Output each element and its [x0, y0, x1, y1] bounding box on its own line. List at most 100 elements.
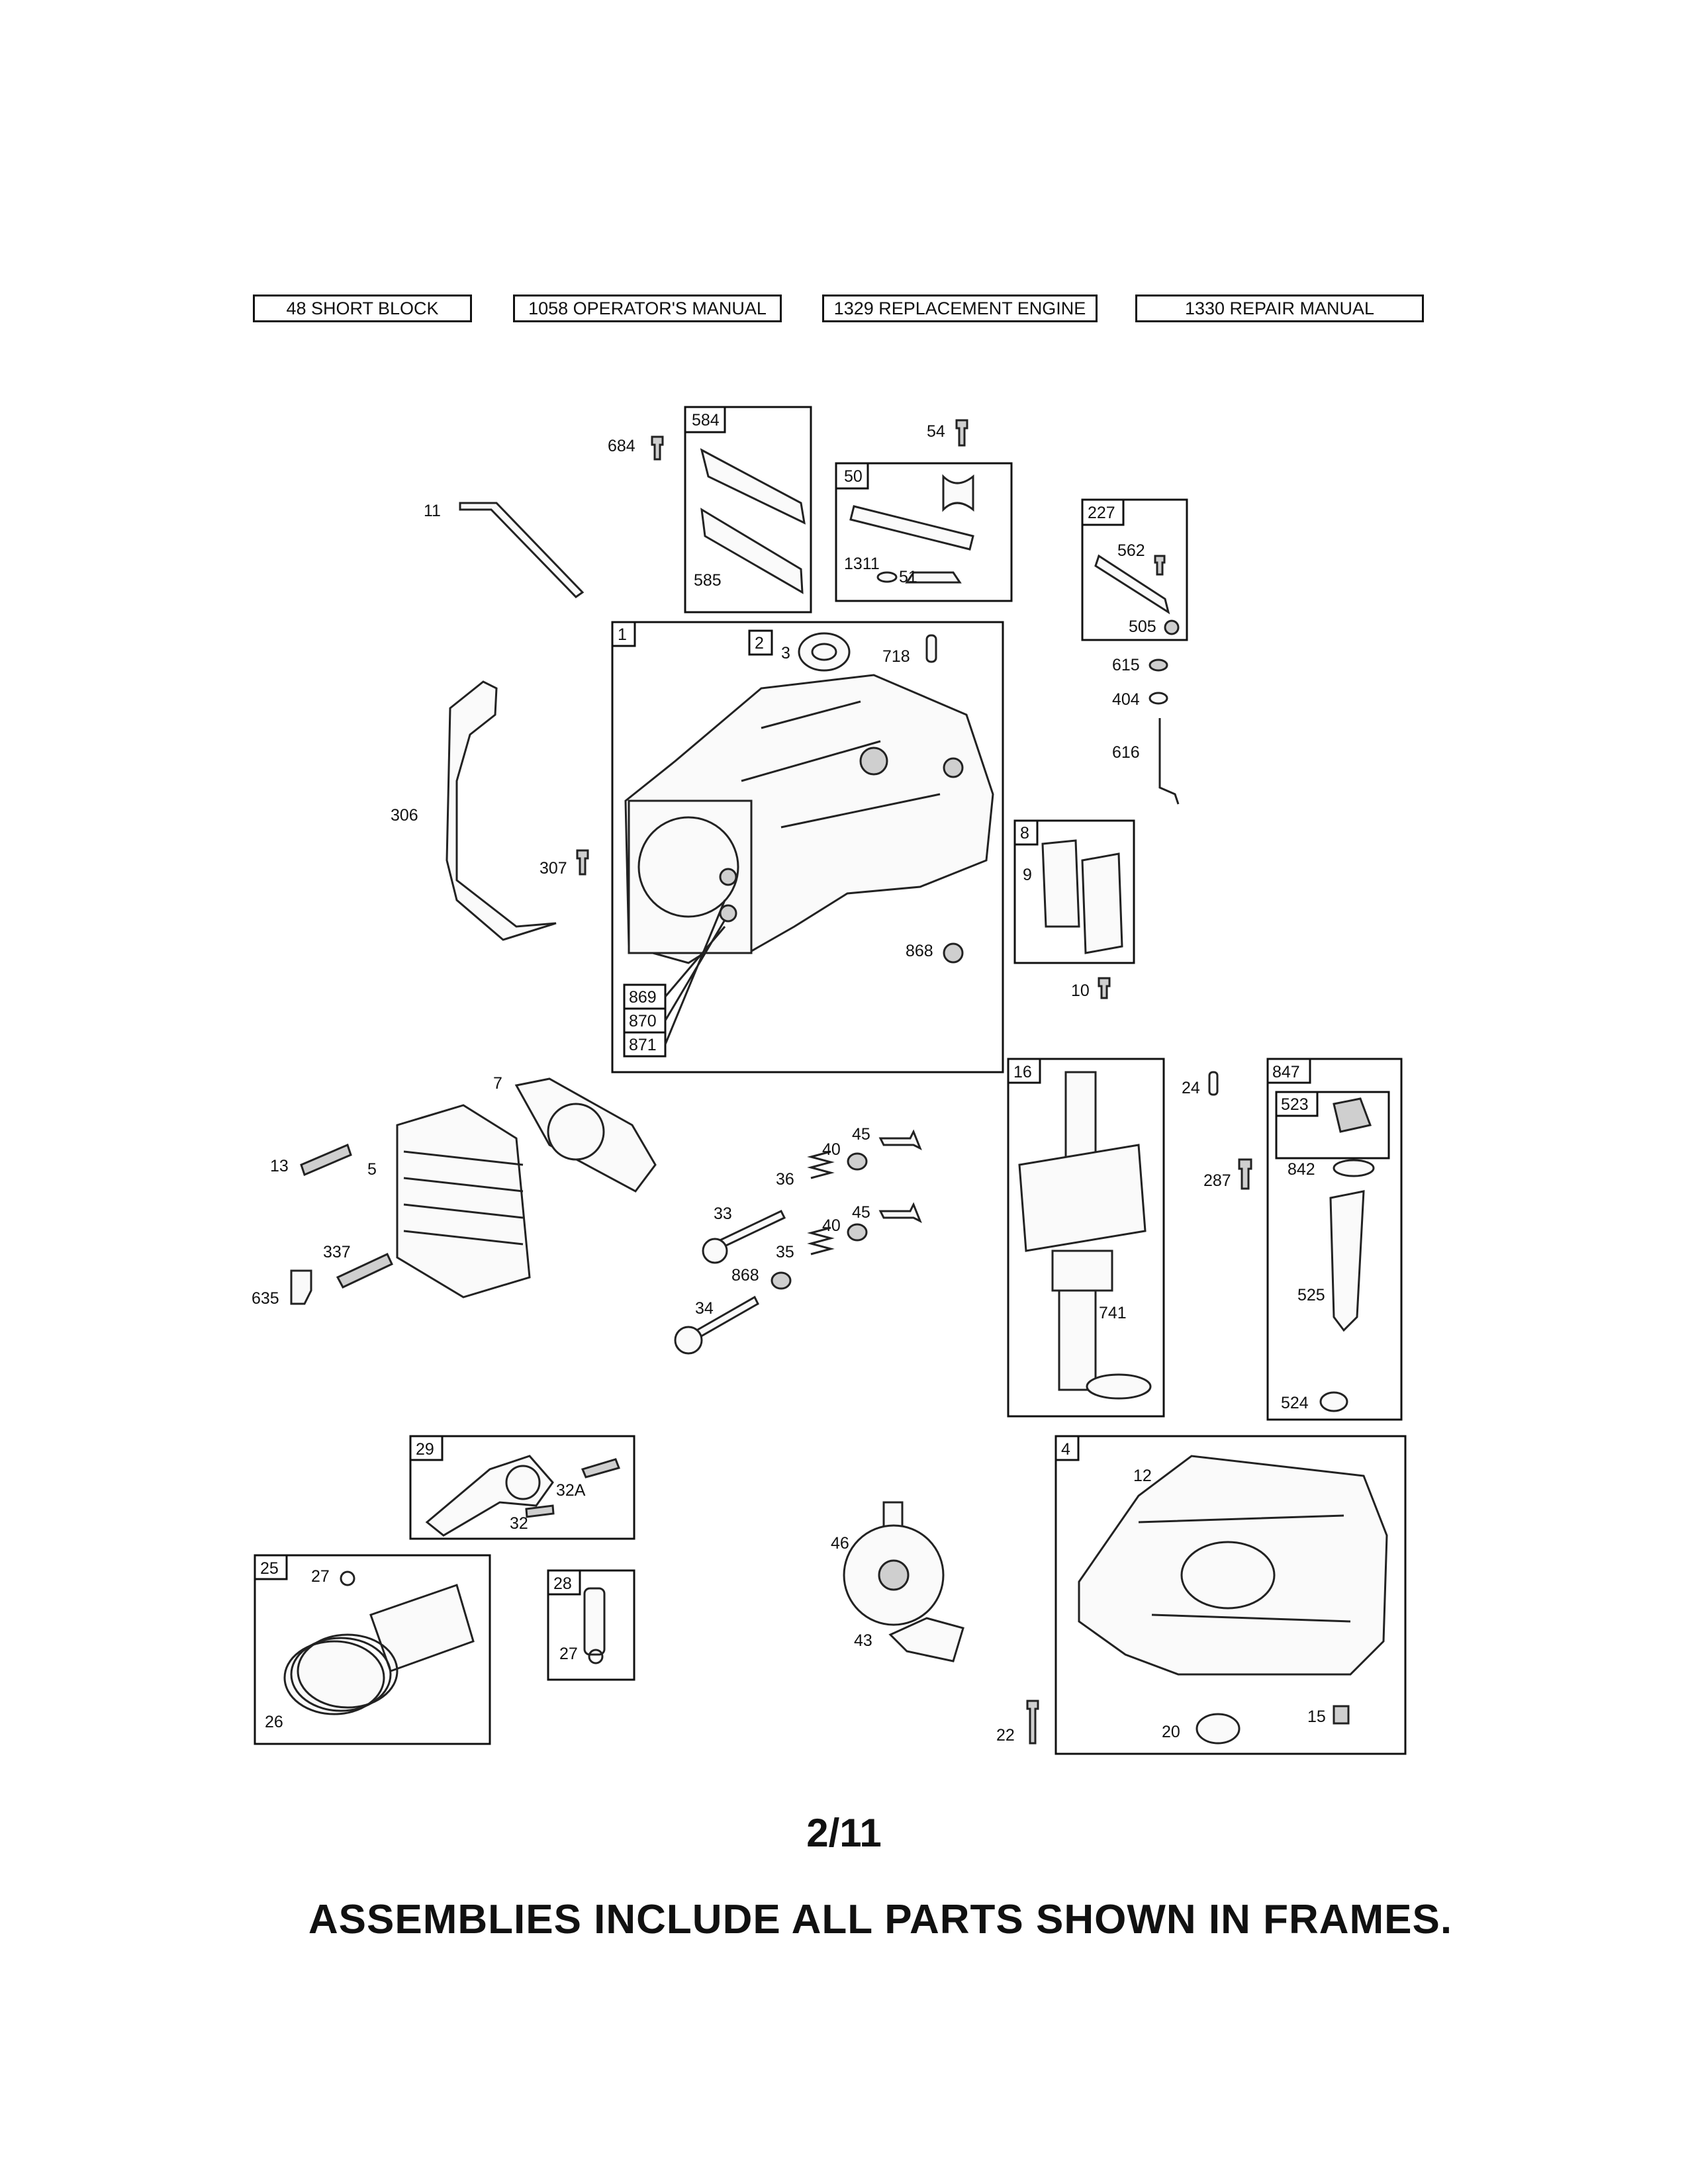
- clip-part: [588, 1649, 604, 1664]
- part-label-505: 505: [1129, 617, 1156, 636]
- frame-label-227: 227: [1088, 504, 1115, 522]
- dipstick-cap-part: [1333, 1097, 1372, 1133]
- part-label-27: 27: [559, 1645, 578, 1663]
- part-label-26: 26: [265, 1713, 283, 1731]
- frame-label-584: 584: [692, 411, 720, 430]
- part-label-635: 635: [252, 1289, 279, 1308]
- part-label-33: 33: [714, 1205, 732, 1223]
- part-label-11: 11: [424, 502, 441, 520]
- part-label-741: 741: [1099, 1304, 1127, 1322]
- frame-label-523: 523: [1281, 1095, 1309, 1114]
- breather-tube-part: [849, 505, 974, 551]
- cylinder-head-part: [396, 1104, 531, 1298]
- frame-label-2: 2: [755, 634, 764, 653]
- part-label-24: 24: [1182, 1079, 1200, 1097]
- o-ring-part: [1086, 1373, 1152, 1400]
- gasket-part: [700, 448, 806, 525]
- breather-cover-part: [942, 474, 974, 512]
- valve-head: [674, 1326, 703, 1355]
- part-label-524: 524: [1281, 1394, 1309, 1412]
- part-label-287: 287: [1203, 1171, 1231, 1190]
- cam-gear-hub: [878, 1559, 910, 1591]
- frame-584: 584 585: [684, 406, 812, 614]
- crank-shaft-lower: [1058, 1289, 1097, 1391]
- pin-part: [925, 634, 937, 663]
- frame-label-869: 869: [629, 988, 657, 1007]
- gasket-part: [1041, 839, 1080, 928]
- frame-label-28: 28: [553, 1574, 572, 1593]
- part-label-842: 842: [1288, 1160, 1315, 1179]
- bolt-hole: [719, 868, 737, 886]
- rod-big-end: [505, 1465, 541, 1500]
- part-label-51: 51: [899, 568, 917, 586]
- valve-part: [878, 1202, 922, 1224]
- part-label-32: 32: [510, 1514, 528, 1533]
- frame-847: 847 523 842 525 524: [1266, 1058, 1403, 1421]
- rod-bolt-part: [581, 1458, 620, 1479]
- part-label-615: 615: [1112, 656, 1140, 674]
- header-link-operators-manual[interactable]: 1058 OPERATOR'S MANUAL: [513, 295, 782, 322]
- cover-ribs: [1138, 1514, 1351, 1623]
- header-link-short-block[interactable]: 48 SHORT BLOCK: [253, 295, 472, 322]
- part-label-404: 404: [1112, 690, 1140, 709]
- part-label-36: 36: [776, 1170, 794, 1189]
- spark-plug-part: [336, 1253, 393, 1289]
- frame-1: 1 2 3 718 868 869 870 871: [611, 621, 1004, 1073]
- gasket-bore: [547, 1103, 605, 1161]
- boss-part: [943, 757, 964, 778]
- part-label-5: 5: [367, 1160, 377, 1179]
- part-label-9: 9: [1023, 866, 1032, 884]
- frame-16: 16 741: [1007, 1058, 1165, 1418]
- frame-label-871: 871: [629, 1036, 657, 1054]
- header-link-replacement-engine[interactable]: 1329 REPLACEMENT ENGINE: [822, 295, 1098, 322]
- frame-28: 28 27: [547, 1569, 635, 1681]
- part-label-868: 868: [906, 942, 933, 960]
- piston-ring-part: [283, 1640, 385, 1715]
- plug-part: [1333, 1705, 1350, 1725]
- frame-label-4: 4: [1061, 1440, 1070, 1459]
- seal-part: [1319, 1391, 1348, 1412]
- frame-4: 4 12 20 15: [1055, 1435, 1407, 1755]
- block-ribs: [741, 700, 941, 829]
- part-label-562: 562: [1117, 541, 1145, 560]
- part-label-45: 45: [852, 1203, 870, 1222]
- frame-label-847: 847: [1272, 1063, 1300, 1081]
- frame-label-1: 1: [618, 625, 627, 644]
- part-label-13: 13: [270, 1157, 289, 1175]
- part-label-43: 43: [854, 1631, 872, 1650]
- frame-50: 50 1311 51: [835, 462, 1013, 602]
- head-bolt-part: [300, 1143, 352, 1177]
- air-baffle-part: [445, 680, 557, 941]
- governor-part: [888, 1617, 964, 1662]
- part-label-525: 525: [1297, 1286, 1325, 1304]
- rod-part: [459, 502, 585, 598]
- nut-part: [1164, 619, 1180, 635]
- fitting-part: [1238, 1158, 1252, 1190]
- frame-label-50: 50: [844, 467, 863, 486]
- crank-gear: [1051, 1250, 1113, 1292]
- governor-lever-part: [1094, 554, 1170, 615]
- frame-25: 25 27 26: [254, 1554, 491, 1745]
- spark-plug-boot-part: [290, 1269, 312, 1305]
- frame-8: 8 9: [1013, 819, 1135, 964]
- cooling-fins: [403, 1150, 524, 1246]
- part-label-337: 337: [323, 1243, 351, 1261]
- part-label-684: 684: [608, 437, 635, 455]
- part-label-40: 40: [822, 1216, 841, 1235]
- governor-shaft-part: [1158, 718, 1180, 805]
- header-link-repair-manual[interactable]: 1330 REPAIR MANUAL: [1135, 295, 1424, 322]
- part-label-20: 20: [1162, 1723, 1180, 1741]
- frame-label-16: 16: [1013, 1063, 1032, 1081]
- part-label-306: 306: [391, 806, 418, 825]
- part-label-868: 868: [731, 1266, 759, 1285]
- frame-label-870: 870: [629, 1012, 657, 1030]
- boss-part: [859, 747, 888, 776]
- part-label-32A: 32A: [556, 1481, 586, 1500]
- valve-spring-part: [807, 1226, 835, 1255]
- o-ring-part: [1333, 1159, 1375, 1177]
- wrist-pin-part: [583, 1587, 606, 1656]
- screw-part: [576, 849, 589, 876]
- part-label-1311: 1311: [844, 555, 880, 573]
- part-label-22: 22: [996, 1726, 1015, 1745]
- bolt-part: [651, 435, 664, 461]
